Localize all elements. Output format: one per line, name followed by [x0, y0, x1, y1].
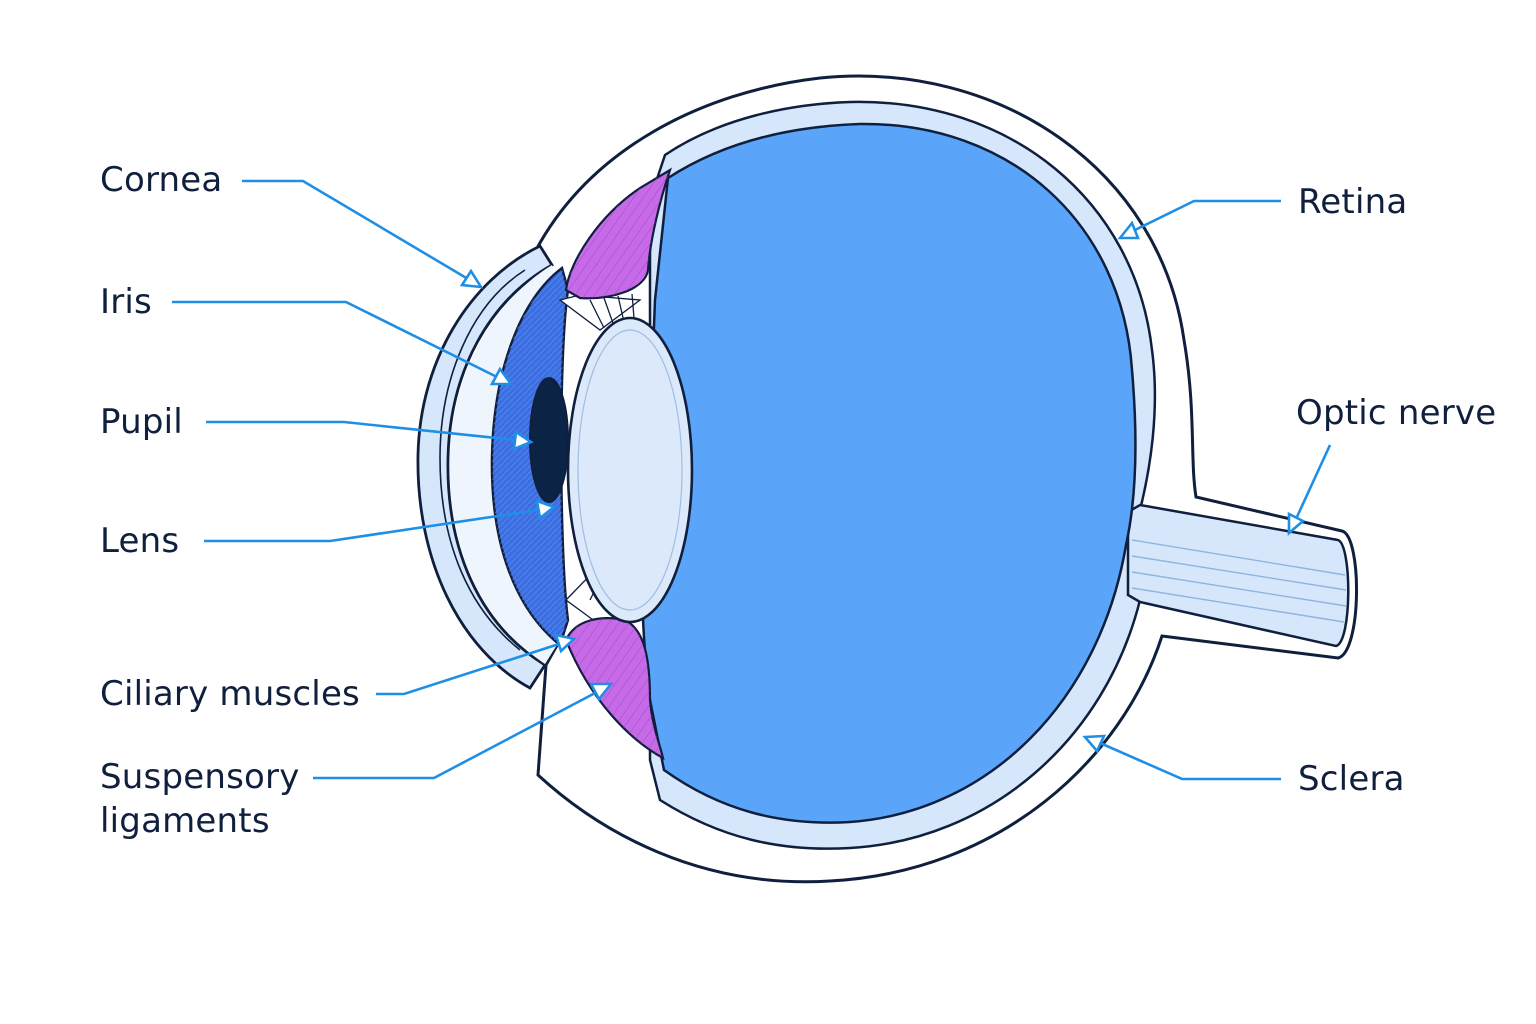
label-ciliary-muscles: Ciliary muscles: [100, 674, 360, 714]
label-suspensory-line1: Suspensory: [100, 757, 300, 797]
ciliary-muscle-upper-texture: [566, 170, 670, 299]
leader-iris: [172, 300, 514, 386]
leader-lens: [204, 499, 557, 543]
suspensory-ligaments-upper: [558, 293, 642, 331]
leader-cornea: [242, 179, 484, 289]
lens-shape: [566, 316, 694, 624]
label-optic-nerve: Optic nerve: [1296, 393, 1497, 433]
label-iris: Iris: [100, 282, 152, 322]
label-pupil: Pupil: [100, 402, 183, 442]
leader-pupil: [206, 420, 534, 452]
label-sclera: Sclera: [1298, 759, 1405, 799]
leader-sclera: [1082, 734, 1281, 781]
leader-ciliary-muscles: [376, 633, 577, 696]
label-suspensory-line2: ligaments: [100, 801, 270, 841]
leader-suspensory-ligaments: [313, 682, 614, 780]
ciliary-muscle-lower-texture: [566, 618, 663, 758]
label-lens: Lens: [100, 521, 180, 561]
label-retina: Retina: [1298, 182, 1408, 222]
pupil-shape: [529, 377, 569, 503]
label-cornea: Cornea: [100, 160, 223, 200]
lens-inner-highlight: [577, 329, 683, 611]
optic-nerve-fibres: [1131, 539, 1347, 623]
leader-retina: [1117, 199, 1281, 240]
leader-optic-nerve: [1287, 444, 1332, 536]
optic-nerve-shape: [1126, 503, 1350, 648]
cornea-inner-edge: [439, 269, 526, 651]
cornea-shape: [416, 244, 554, 690]
